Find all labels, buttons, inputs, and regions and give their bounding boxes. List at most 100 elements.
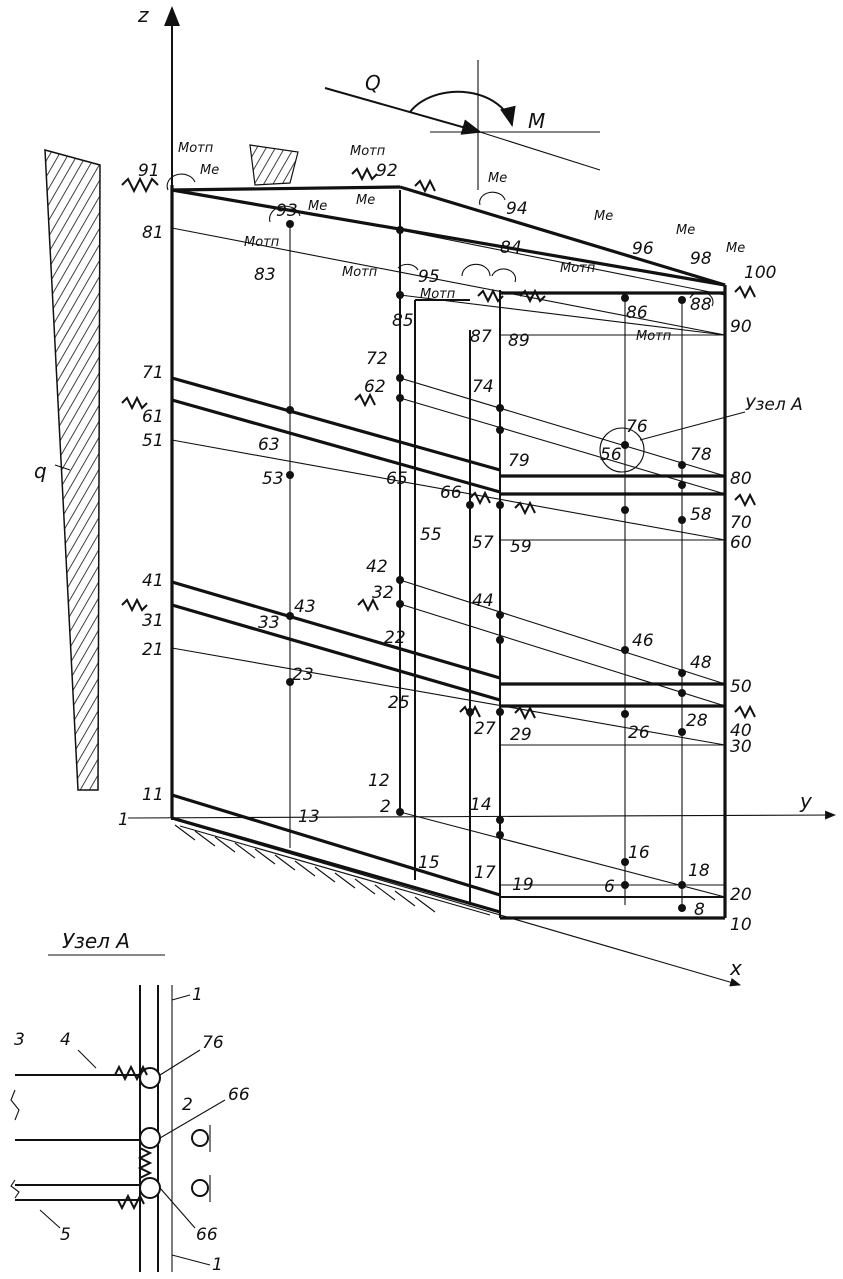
floor-slabs [171,376,725,898]
node-a-callout-leader [639,411,746,441]
node-label: 8 [694,900,705,920]
node-a-node-label: 76 [202,1033,224,1053]
node-label: 84 [500,238,522,258]
node-a-node-label: 66 [228,1085,250,1105]
node-a-node-label: 66 [196,1225,218,1245]
node-label: 42 [366,557,388,577]
node-label: 100 [744,263,776,283]
node-label: 51 [142,431,164,451]
moment-label: Mотп [350,144,386,159]
node-label: 23 [292,665,314,685]
node-label: 72 [366,349,388,369]
part-label: 2 [182,1095,193,1115]
node-label: 60 [730,533,752,553]
force-Q-label: Q [365,71,381,95]
load-Q-and-moment-M [324,60,601,190]
moment-label: Mотп [560,261,596,276]
node-label: 80 [730,469,752,489]
moment-label: Mе [308,199,327,214]
node-label: 1 [118,810,129,830]
node-label: 16 [628,843,650,863]
moment-label: Mе [356,193,375,208]
node-label: 26 [628,723,650,743]
node-label: 19 [512,875,534,895]
node-label: 20 [730,885,752,905]
node-a-callout-circle [599,427,645,473]
part-label: 1 [212,1255,223,1275]
part-label: 5 [60,1225,71,1245]
node-label: 40 [730,721,752,741]
node-label: 12 [368,771,390,791]
moment-label: Mотп [178,141,214,156]
moment-arcs [166,173,714,307]
node-label: 33 [258,613,280,633]
node-label: 81 [142,223,164,243]
distributed-load-diagram [44,149,101,791]
node-label: 66 [440,483,462,503]
node-label: 55 [420,525,442,545]
moment-label: Mотп [244,235,280,250]
node-label: 48 [690,653,712,673]
node-label: 65 [386,469,408,489]
node-label: 46 [632,631,654,651]
node-label: 21 [142,640,164,660]
node-label: 15 [418,853,440,873]
part-label: 3 [14,1030,25,1050]
node-label: 61 [142,407,164,427]
node-label: 57 [472,533,494,553]
node-label: 62 [364,377,386,397]
moment-M-arc [409,90,516,127]
node-label: 43 [294,597,316,617]
moment-M-label: M [528,109,545,133]
node-number-labels: 1 2 6 8 10 11 12 13 14 15 16 17 18 19 20… [118,161,776,935]
z-axis-label: z [137,3,149,27]
moment-label: Mотп [342,265,378,280]
node-a-title: Узел А [62,929,130,953]
node-label: 94 [506,199,528,219]
node-label: 27 [474,719,496,739]
node-label: 56 [600,445,622,465]
moment-label: Mотп [420,287,456,302]
node-label: 59 [510,537,532,557]
thin-diagonals [171,227,726,898]
node-label: 10 [730,915,752,935]
node-label: 11 [142,785,164,805]
node-label: 93 [276,201,298,221]
moment-label: Mе [726,241,745,256]
node-label: 30 [730,737,752,757]
node-points [286,220,686,912]
moment-label: Mе [676,223,695,238]
node-label: 25 [388,693,410,713]
part-label: 1 [192,985,203,1005]
node-label: 29 [510,725,532,745]
moment-label: Mотп [636,329,672,344]
y-axis-label: y [799,789,813,813]
node-label: 17 [474,863,496,883]
node-label: 91 [138,161,160,181]
node-label: 50 [730,677,752,697]
node-label: 87 [470,327,492,347]
node-label: 78 [690,445,712,465]
node-label: 58 [690,505,712,525]
moment-label: Mе [488,171,507,186]
node-label: 74 [472,377,494,397]
node-label: 14 [470,795,492,815]
node-label: 70 [730,513,752,533]
node-label: 83 [254,265,276,285]
hinge-node-66-lower [139,1177,161,1199]
node-label: 79 [508,451,530,471]
node-label: 76 [626,417,648,437]
spring-supports [121,166,756,721]
node-label: 86 [626,303,648,323]
node-label: 32 [372,583,394,603]
node-label: 44 [472,591,494,611]
node-label: 41 [142,571,164,591]
ground-hatch [174,824,491,916]
node-label: 90 [730,317,752,337]
node-label: 95 [418,267,440,287]
node-label: 53 [262,469,284,489]
node-label: 22 [384,628,406,648]
node-label: 85 [392,311,414,331]
moment-label: Mе [200,163,219,178]
